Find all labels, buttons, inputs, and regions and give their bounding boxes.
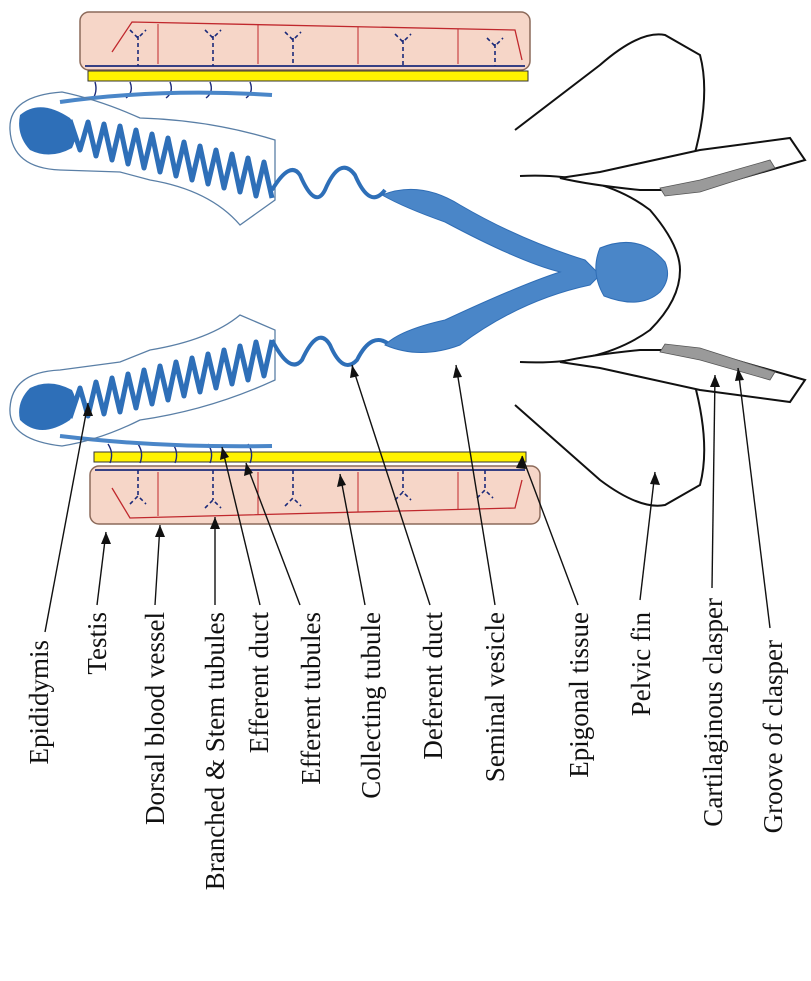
deferent-duct-upper <box>272 168 385 198</box>
clasper-cartilage <box>660 160 775 380</box>
pelvic-fin-lower <box>515 368 704 506</box>
label-deferent-duct: Deferent duct <box>418 612 448 760</box>
label-testis: Testis <box>82 612 112 675</box>
label-collecting-tubule: Collecting tubule <box>356 612 386 799</box>
label-cartilaginous-clasper: Cartilaginous clasper <box>698 598 728 827</box>
label-seminal-vesicle: Seminal vesicle <box>480 612 510 782</box>
deferent-duct-lower <box>272 338 390 365</box>
testis-upper <box>80 12 530 100</box>
duct-system <box>10 92 668 446</box>
epigonal-tissue-upper <box>88 71 528 81</box>
label-efferent-tubules: Efferent tubules <box>296 612 326 785</box>
urogenital-sinus <box>596 242 668 302</box>
label-dorsal-blood-vessel: Dorsal blood vessel <box>140 612 170 825</box>
label-branched-stem-tubules: Branched & Stem tubules <box>200 612 230 890</box>
epididymis-head-lower <box>19 383 75 430</box>
epigonal-tissue-lower <box>94 452 526 462</box>
testis-lower <box>90 444 540 524</box>
epididymis-coil-upper <box>70 120 272 198</box>
labels: Epididymis Testis Dorsal blood vessel Br… <box>24 598 788 890</box>
label-groove-of-clasper: Groove of clasper <box>758 640 788 833</box>
epididymis-head-upper <box>19 107 75 154</box>
label-pelvic-fin: Pelvic fin <box>626 612 656 717</box>
epididymis-coil-lower <box>70 340 272 418</box>
seminal-vesicles <box>382 189 600 352</box>
label-epigonal-tissue: Epigonal tissue <box>564 612 594 778</box>
label-efferent-duct: Efferent duct <box>244 612 274 754</box>
efferent-duct-lower <box>60 436 272 446</box>
label-epididymis: Epididymis <box>24 640 54 765</box>
pelvic-fin-upper <box>515 34 704 170</box>
